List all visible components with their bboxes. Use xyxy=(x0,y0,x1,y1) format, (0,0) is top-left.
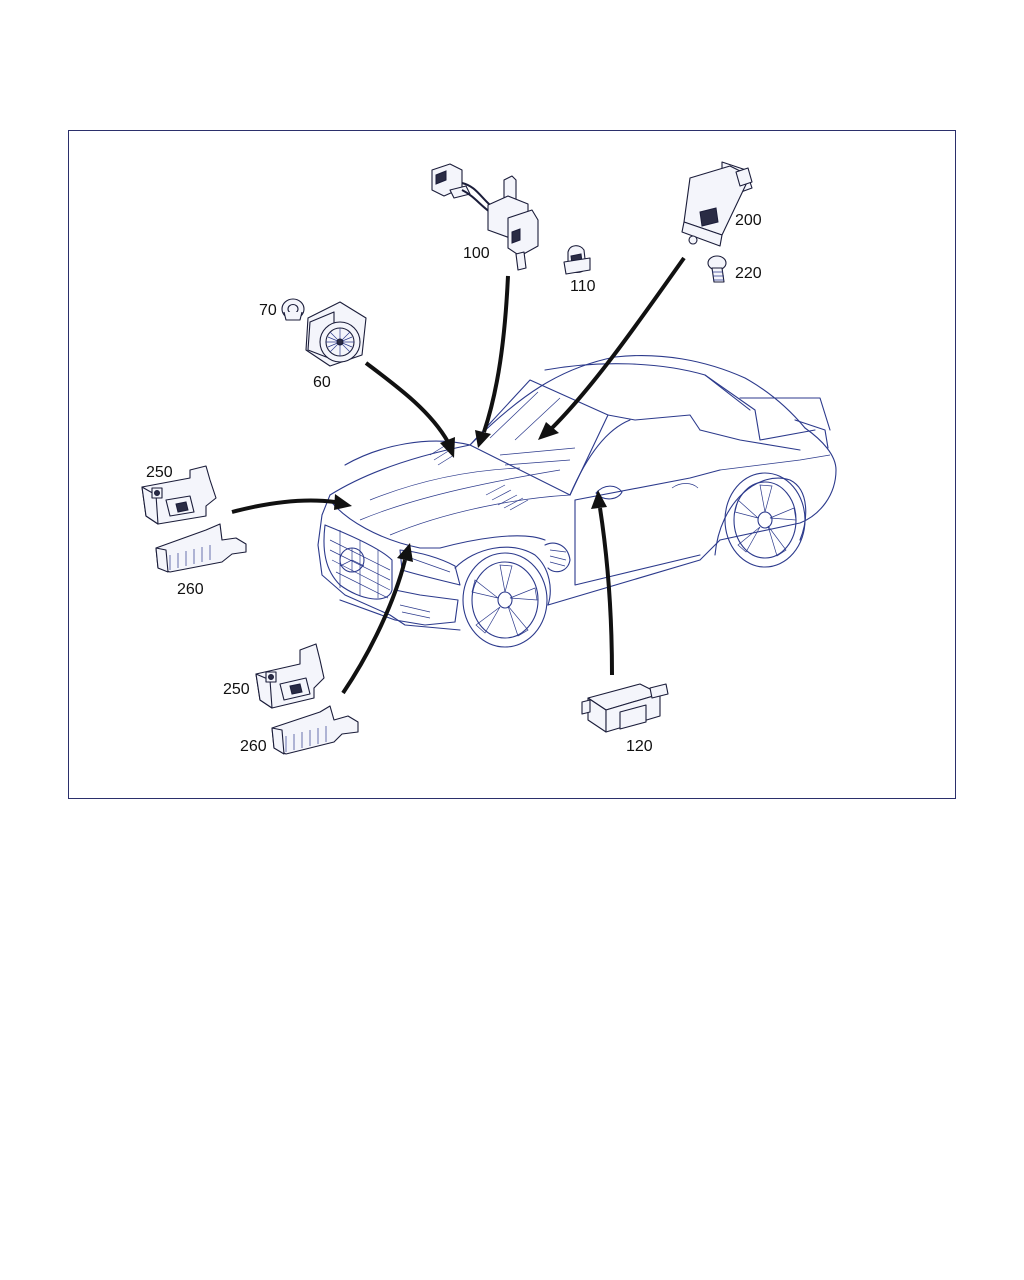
part-260-bracket-upper xyxy=(155,523,247,573)
part-120-control-unit xyxy=(581,683,669,733)
label-100: 100 xyxy=(463,245,490,262)
label-110: 110 xyxy=(570,278,596,295)
label-60: 60 xyxy=(313,374,331,391)
car-illustration xyxy=(317,355,837,648)
label-220: 220 xyxy=(735,265,762,282)
part-200-module xyxy=(681,161,753,247)
part-110-clip xyxy=(563,245,591,275)
rear-wheel xyxy=(714,472,807,568)
front-wheel xyxy=(462,552,548,648)
part-70-nut xyxy=(281,298,305,321)
part-250-bracket-upper xyxy=(141,465,217,525)
label-70: 70 xyxy=(259,302,277,319)
pointer-arrows xyxy=(231,256,686,695)
label-250-lower: 250 xyxy=(223,681,250,698)
label-120: 120 xyxy=(626,738,653,755)
part-60-speaker xyxy=(305,301,367,367)
part-260-bracket-lower xyxy=(271,705,359,755)
part-220-bolt xyxy=(707,255,727,283)
label-200: 200 xyxy=(735,212,762,229)
part-250-bracket-lower xyxy=(255,643,325,709)
part-labels: 70 60 100 110 200 220 250 260 250 260 12… xyxy=(146,212,762,755)
label-250-upper: 250 xyxy=(146,464,173,481)
label-260-upper: 260 xyxy=(177,581,204,598)
part-100-switch xyxy=(431,163,539,271)
label-260-lower: 260 xyxy=(240,738,267,755)
